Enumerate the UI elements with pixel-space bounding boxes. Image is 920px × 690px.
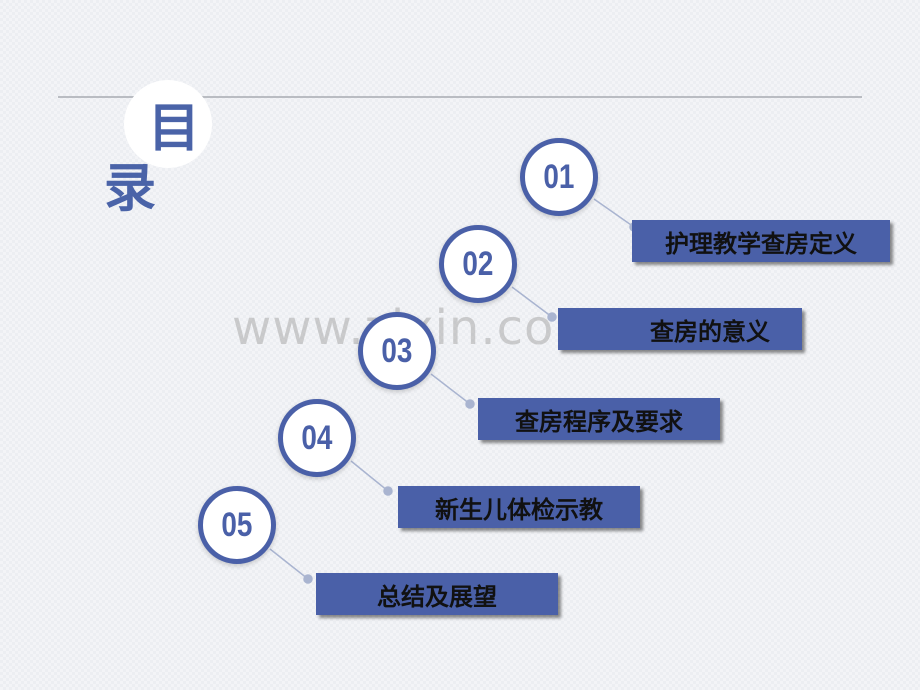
item-01-number-circle[interactable]: 01 — [520, 138, 598, 216]
item-04-number-circle[interactable]: 04 — [278, 399, 356, 477]
title-circle-background — [124, 80, 212, 168]
item-02-label-box[interactable]: 查房的意义 — [558, 308, 802, 350]
connector-line-01 — [593, 198, 635, 228]
item-01-number: 01 — [543, 157, 575, 196]
connector-dot-04 — [383, 486, 393, 496]
connector-line-03 — [430, 373, 471, 405]
connector-line-05 — [269, 548, 309, 580]
top-divider-line — [58, 96, 862, 98]
item-05-number-circle[interactable]: 05 — [198, 486, 276, 564]
connector-line-02 — [511, 286, 553, 318]
item-05-label: 总结及展望 — [377, 582, 497, 611]
item-04-number: 04 — [301, 418, 333, 457]
item-03-label: 查房程序及要求 — [515, 407, 683, 436]
title-char-2: 录 — [104, 159, 157, 219]
item-02-number: 02 — [462, 244, 494, 283]
connector-dot-05 — [303, 574, 313, 584]
connector-dot-03 — [465, 399, 475, 409]
item-02-number-circle[interactable]: 02 — [439, 225, 517, 303]
item-03-number-circle[interactable]: 03 — [358, 312, 436, 390]
item-02-label: 查房的意义 — [650, 317, 770, 346]
item-01-label-box[interactable]: 护理教学查房定义 — [632, 220, 890, 262]
item-04-label-box[interactable]: 新生儿体检示教 — [398, 486, 640, 528]
title-char-1: 目 — [148, 99, 201, 159]
item-01-label: 护理教学查房定义 — [665, 229, 857, 258]
item-05-number: 05 — [221, 505, 253, 544]
item-04-label: 新生儿体检示教 — [435, 495, 603, 524]
item-05-label-box[interactable]: 总结及展望 — [316, 573, 558, 615]
item-03-number: 03 — [381, 331, 413, 370]
connector-dot-02 — [547, 312, 557, 322]
connector-line-04 — [350, 460, 389, 492]
item-03-label-box[interactable]: 查房程序及要求 — [478, 398, 720, 440]
